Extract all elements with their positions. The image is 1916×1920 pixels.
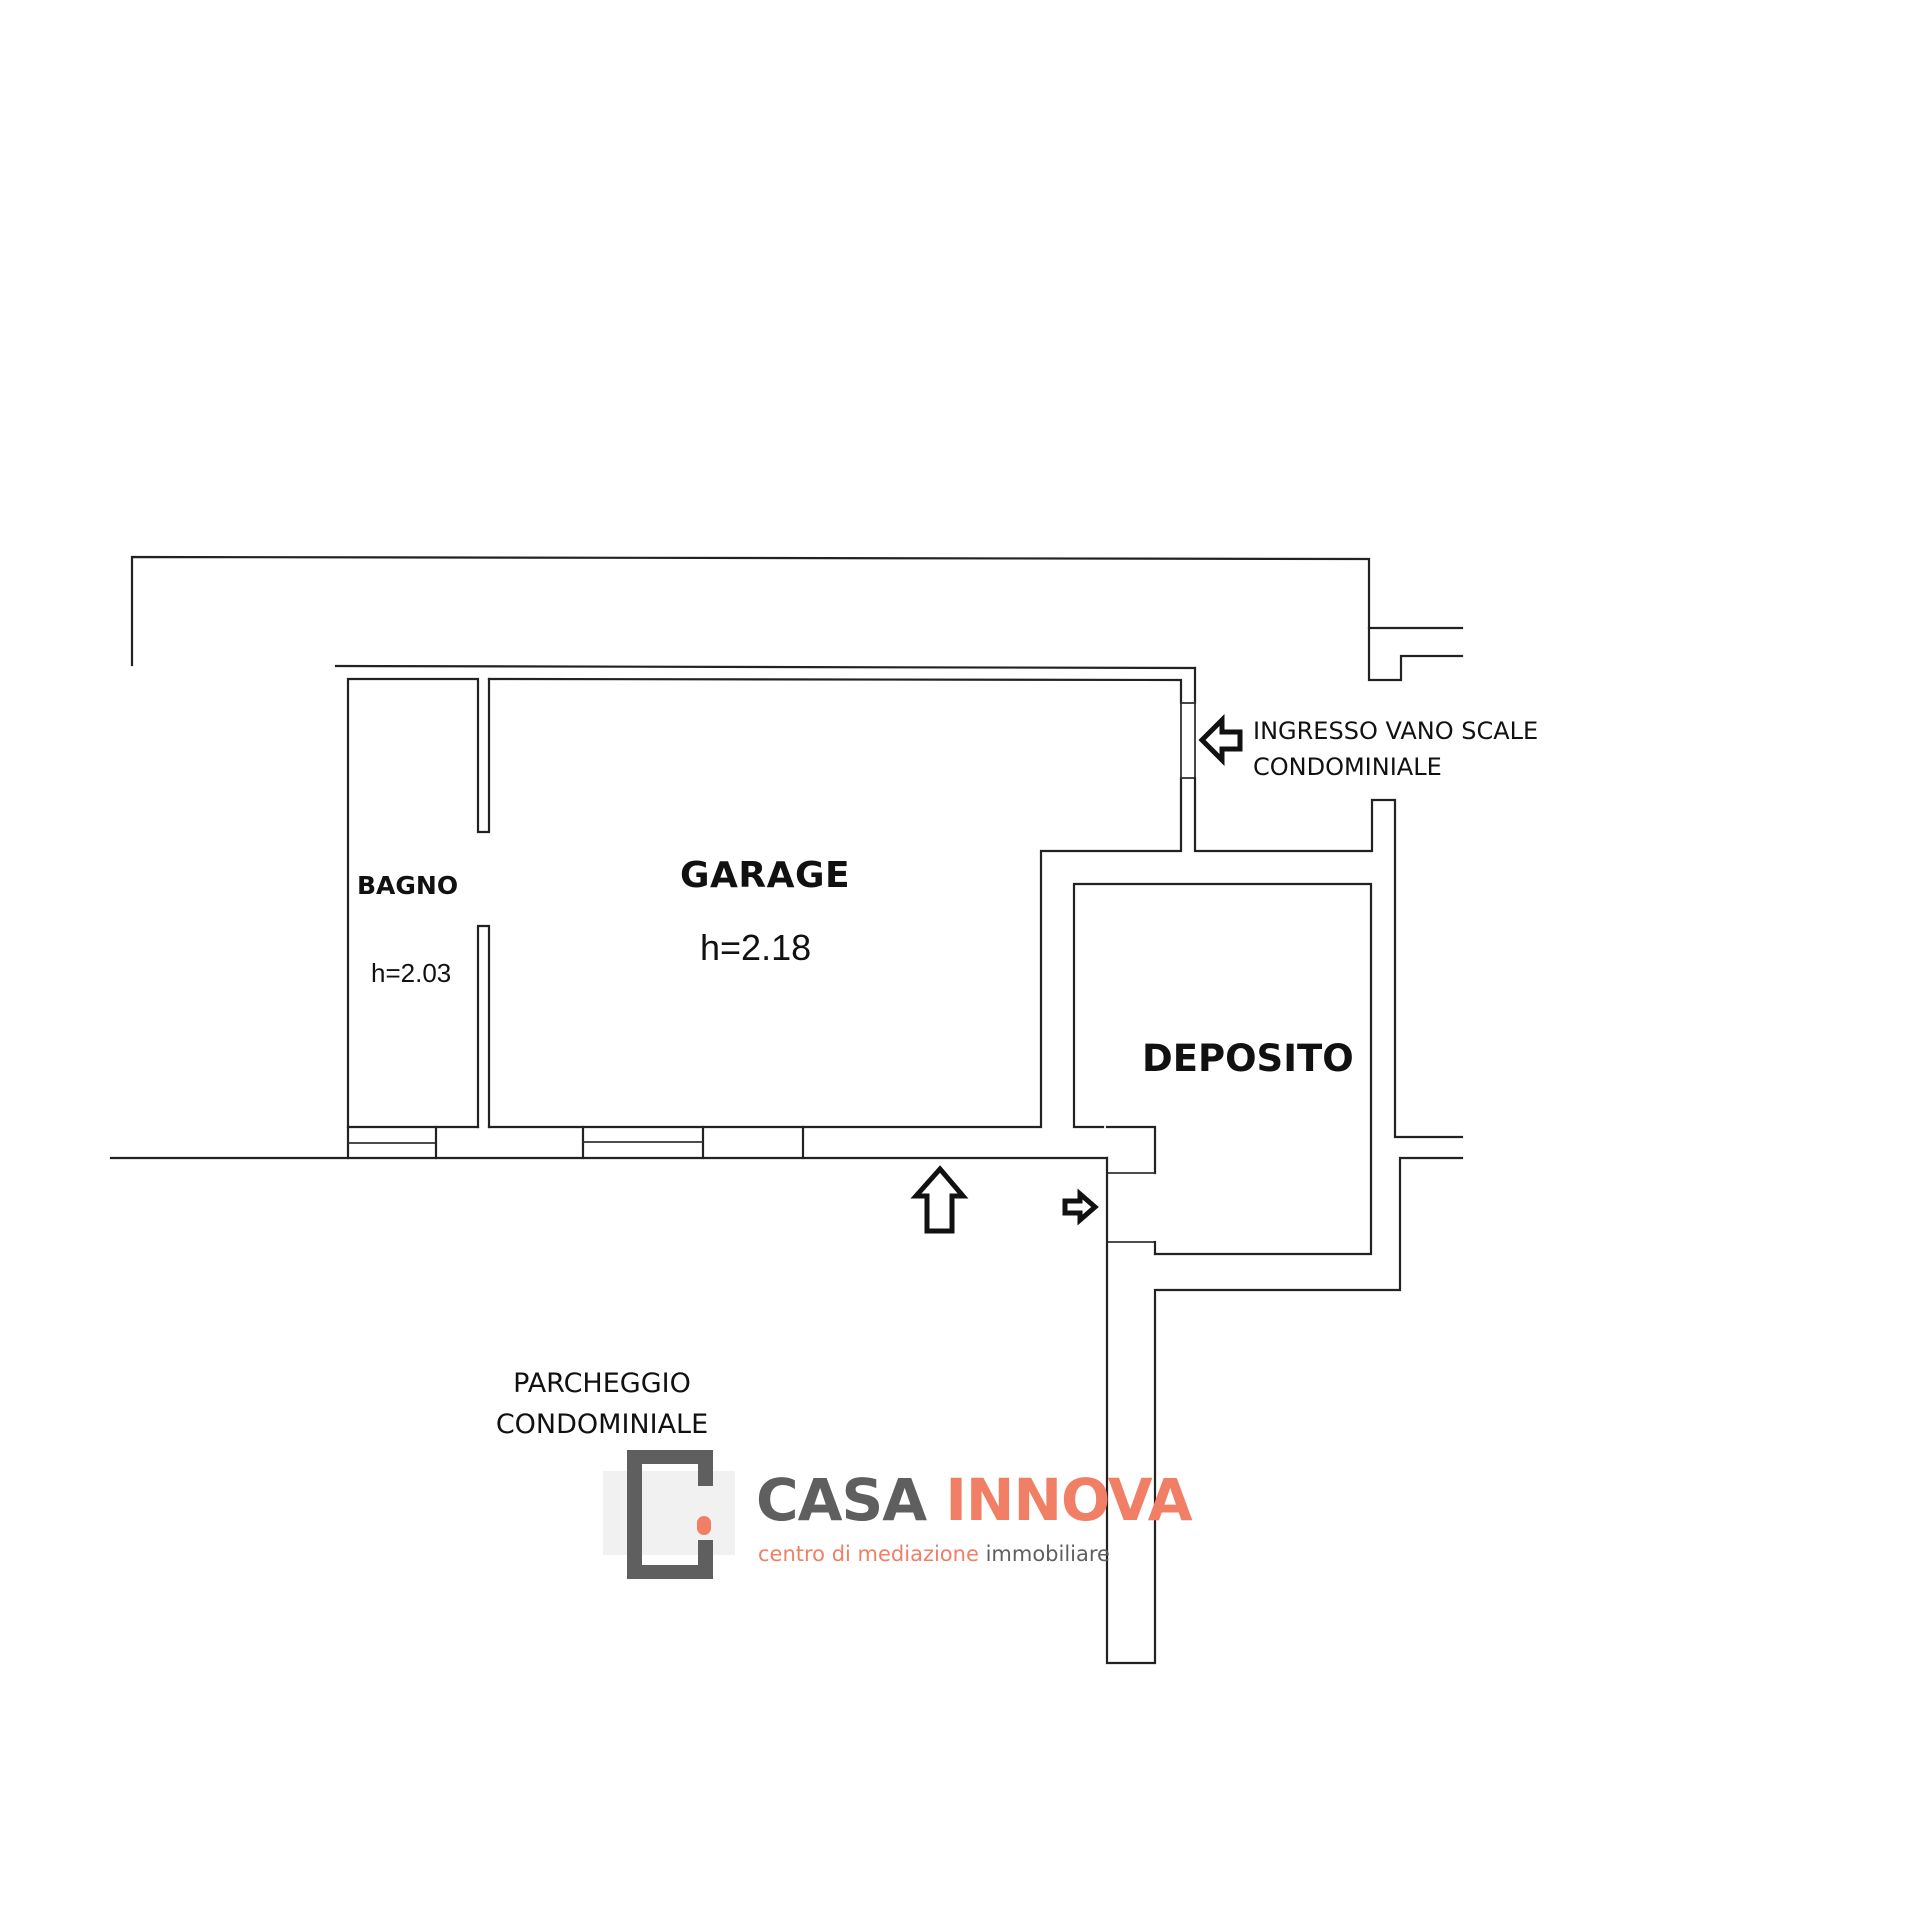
room-label-garage: GARAGE [680,855,851,896]
ingresso-annotation: INGRESSO VANO SCALE CONDOMINIALE [1253,713,1538,785]
brand-casa: CASA [756,1466,927,1534]
room-height-garage: h=2.18 [700,927,812,968]
tagline-part-1: centro di mediazione [758,1542,979,1566]
stair-door [1180,702,1196,779]
brand-name: CASA INNOVA [756,1471,1193,1529]
parcheggio-annotation: PARCHEGGIO CONDOMINIALE [484,1363,720,1445]
logo-band [603,1471,735,1555]
arrow-right-icon [1062,1188,1099,1226]
tagline-part-2: immobiliare [985,1542,1110,1566]
ingresso-line-1: INGRESSO VANO SCALE [1253,717,1539,745]
garage-walls [109,666,1464,1160]
parcheggio-line-2: CONDOMINIALE [495,1409,709,1440]
deposito-walls [1072,882,1464,1665]
ingresso-line-2: CONDOMINIALE [1253,753,1442,781]
parcheggio-line-1: PARCHEGGIO [513,1368,691,1399]
arrow-left-icon [1198,713,1243,767]
casa-innova-logo-icon [627,1450,713,1579]
top-wall [130,555,1464,682]
bagno-walls [346,677,491,1160]
room-label-bagno: BAGNO [357,871,459,900]
brand-innova: INNOVA [945,1466,1192,1534]
arrow-up-icon [910,1165,969,1234]
room-label-deposito: DEPOSITO [1142,1037,1354,1080]
brand-tagline: centro di mediazione immobiliare [758,1544,1110,1565]
room-height-bagno: h=2.03 [371,958,452,988]
